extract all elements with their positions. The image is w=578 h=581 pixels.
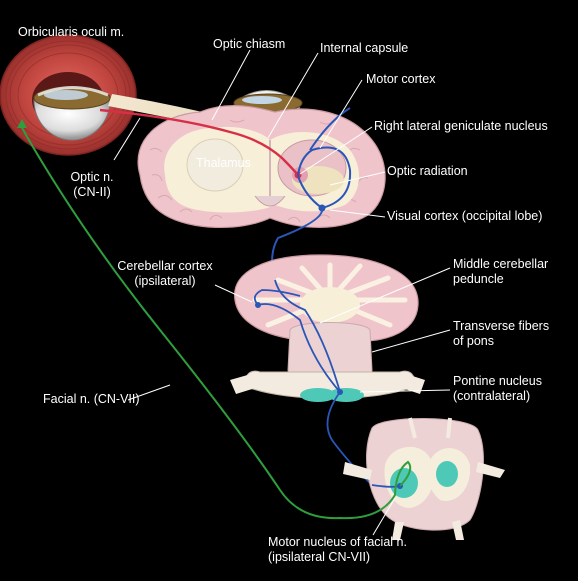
middle-cerebellar-peduncle-label: Middle cerebellar peduncle	[453, 257, 548, 287]
facial-nerve-arrowhead	[17, 119, 27, 128]
facial-nerve-label: Facial n. (CN-VII)	[43, 392, 140, 406]
visual-cortex-label: Visual cortex (occipital lobe)	[387, 209, 543, 223]
pontine-nucleus-label: Pontine nucleus (contralateral)	[453, 374, 542, 404]
motor-cortex-label: Motor cortex	[366, 72, 436, 86]
leader-lines	[113, 49, 451, 536]
pontine-label-line2: (contralateral)	[453, 389, 531, 403]
optic-radiation-label: Optic radiation	[387, 164, 468, 178]
left-eye	[33, 86, 111, 141]
mcp-label-line1: Middle cerebellar	[453, 257, 549, 271]
thalamus-label: Thalamus	[196, 156, 251, 170]
optic-chiasm-label: Optic chiasm	[213, 37, 286, 51]
transverse-fibers-label: Transverse fibers of pons	[453, 319, 549, 349]
facial-motor-label-line2: (ipsilateral CN-VII)	[268, 550, 371, 564]
pontine-label-line1: Pontine nucleus	[453, 374, 542, 388]
cerebellar-cortex-marker	[255, 302, 261, 308]
optic-nerve-label-line1: Optic n.	[70, 170, 114, 184]
visual-cortex-marker	[318, 204, 326, 212]
transverse-label-line1: Transverse fibers	[453, 319, 550, 333]
cerebellar-cortex-label-line2: (ipsilateral)	[134, 274, 196, 288]
cerebellar-cortex-label-line1: Cerebellar cortex	[117, 259, 213, 273]
cerebellum	[234, 254, 419, 342]
cerebellar-cortex-label: Cerebellar cortex (ipsilateral)	[110, 259, 220, 289]
visual-pathway	[99, 108, 299, 176]
brainstem-section	[343, 417, 505, 540]
optic-nerve-label: Optic n. (CN-II)	[60, 170, 124, 200]
cerebrum-section	[137, 105, 386, 229]
right-lgn-label: Right lateral geniculate nucleus	[374, 119, 548, 133]
facial-motor-nucleus-label: Motor nucleus of facial n. (ipsilateral …	[268, 535, 407, 565]
mcp-label-line2: peduncle	[453, 272, 504, 286]
orbicularis-oculi-label: Orbicularis oculi m.	[18, 25, 125, 39]
optic-nerve-label-line2: (CN-II)	[73, 185, 111, 199]
pontine-nucleus-marker	[337, 389, 343, 395]
internal-capsule-label: Internal capsule	[320, 41, 409, 55]
transverse-label-line2: of pons	[453, 334, 495, 348]
facial-nerve	[21, 127, 412, 520]
facial-motor-label-line1: Motor nucleus of facial n.	[268, 535, 407, 549]
